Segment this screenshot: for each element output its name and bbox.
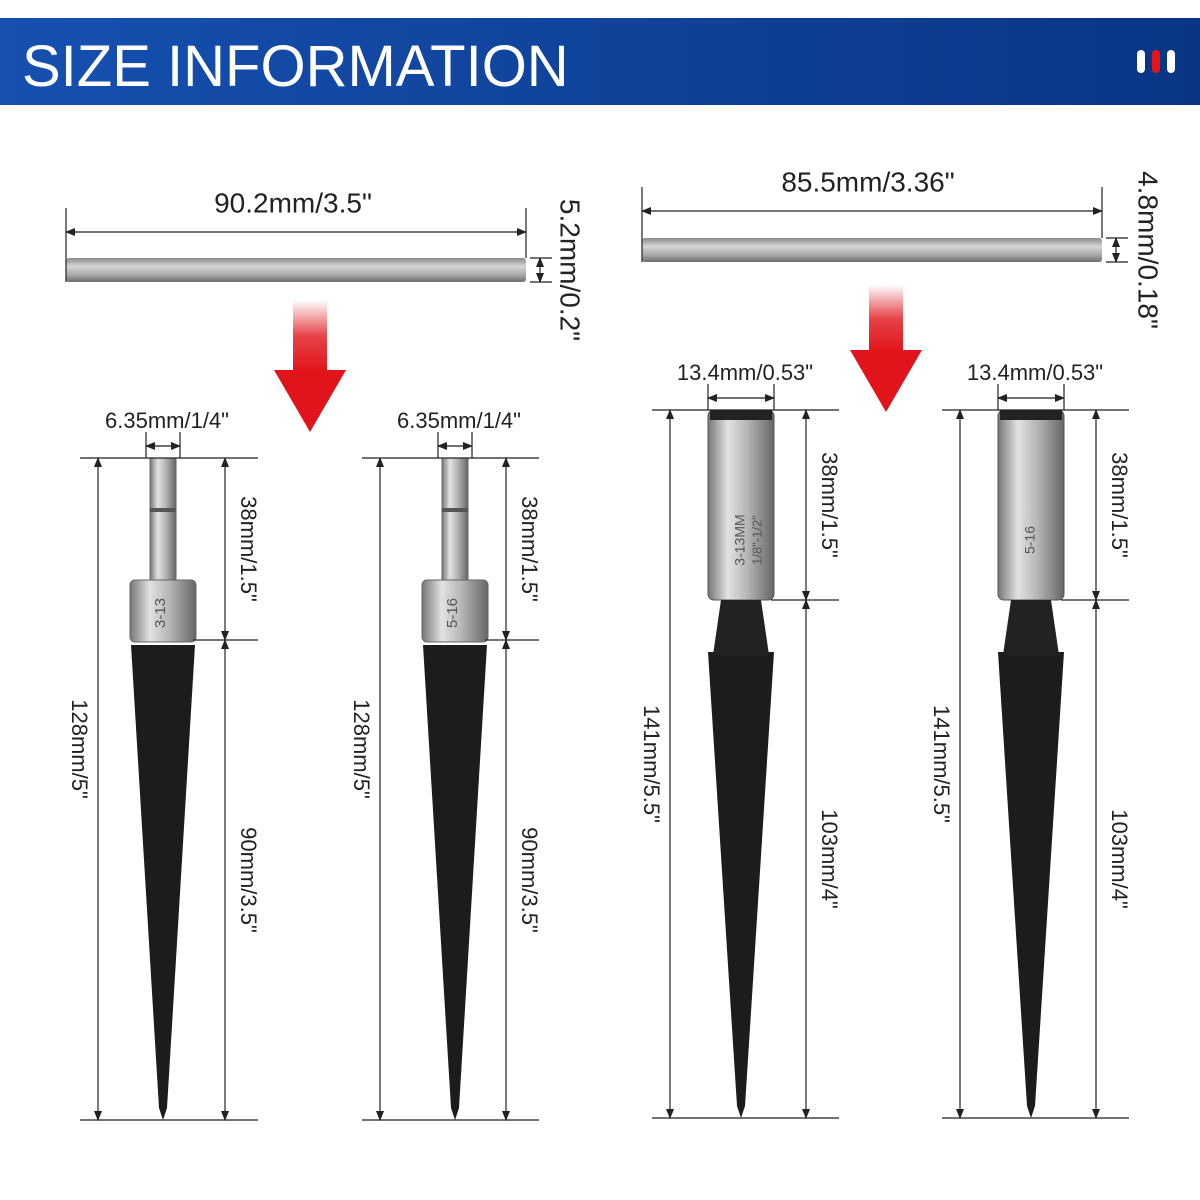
shank-length-label: 38mm/1.5" bbox=[817, 452, 842, 558]
reamer-image: 3-13 bbox=[129, 457, 197, 1120]
shank-width-label: 13.4mm/0.53" bbox=[967, 360, 1103, 385]
shank-length-label: 38mm/1.5" bbox=[236, 496, 261, 602]
flute-length-label: 90mm/3.5" bbox=[517, 827, 542, 933]
rod-diameter-label: 5.2mm/0.2" bbox=[555, 199, 586, 341]
size-marking: 5-16 bbox=[444, 598, 461, 628]
pin-rod-1: 90.2mm/3.5" 5.2mm/0.2" bbox=[65, 187, 586, 341]
size-marking: 3-13 bbox=[152, 598, 169, 628]
rod-image bbox=[642, 238, 1102, 262]
pin-rod-2: 85.5mm/3.36" 4.8mm/0.18" bbox=[641, 166, 1164, 329]
size-marking: 5-16 bbox=[1022, 526, 1038, 554]
three-bars-logo-icon bbox=[1137, 50, 1175, 73]
inch-marking: 1/8"-1/2" bbox=[749, 515, 764, 565]
rod-length-label: 85.5mm/3.36" bbox=[781, 166, 954, 197]
total-length-label: 141mm/5.5" bbox=[929, 705, 954, 823]
reamer-image: 5-16 bbox=[421, 457, 489, 1120]
header-banner: SIZE INFORMATION bbox=[0, 18, 1200, 105]
taper-reamer-1: 3-13 6.35mm/1/4" 128mm/5" 38mm/1.5" 90mm/3.5… bbox=[67, 408, 261, 1121]
reamer-image: 5-16 bbox=[997, 409, 1065, 1118]
page-title: SIZE INFORMATION bbox=[22, 34, 569, 99]
rod-length-label: 90.2mm/3.5" bbox=[214, 187, 372, 218]
flute-length-label: 103mm/4" bbox=[1107, 809, 1132, 909]
flute-length-label: 90mm/3.5" bbox=[236, 827, 261, 933]
shank-width-label: 6.35mm/1/4" bbox=[397, 408, 521, 433]
total-length-label: 128mm/5" bbox=[349, 699, 374, 799]
shank-length-label: 38mm/1.5" bbox=[1107, 452, 1132, 558]
taper-reamer-4: 5-16 13.4mm/0.53" 141mm/5.5" 38mm/1.5" 103mm… bbox=[929, 360, 1132, 1119]
shank-length-label: 38mm/1.5" bbox=[517, 496, 542, 602]
size-marking: 3-13MM bbox=[732, 514, 748, 565]
shank-width-label: 13.4mm/0.53" bbox=[677, 360, 813, 385]
flute-length-label: 103mm/4" bbox=[817, 809, 842, 909]
taper-reamer-2: 5-16 6.35mm/1/4" 128mm/5" 38mm/1.5" 90mm/3.5… bbox=[349, 408, 542, 1121]
red-down-arrow-icon bbox=[274, 300, 346, 432]
rod-image bbox=[66, 258, 526, 282]
rod-diameter-label: 4.8mm/0.18" bbox=[1133, 171, 1164, 329]
total-length-label: 141mm/5.5" bbox=[639, 705, 664, 823]
total-length-label: 128mm/5" bbox=[67, 699, 92, 799]
shank-width-label: 6.35mm/1/4" bbox=[105, 408, 229, 433]
red-down-arrow-icon bbox=[850, 285, 922, 412]
